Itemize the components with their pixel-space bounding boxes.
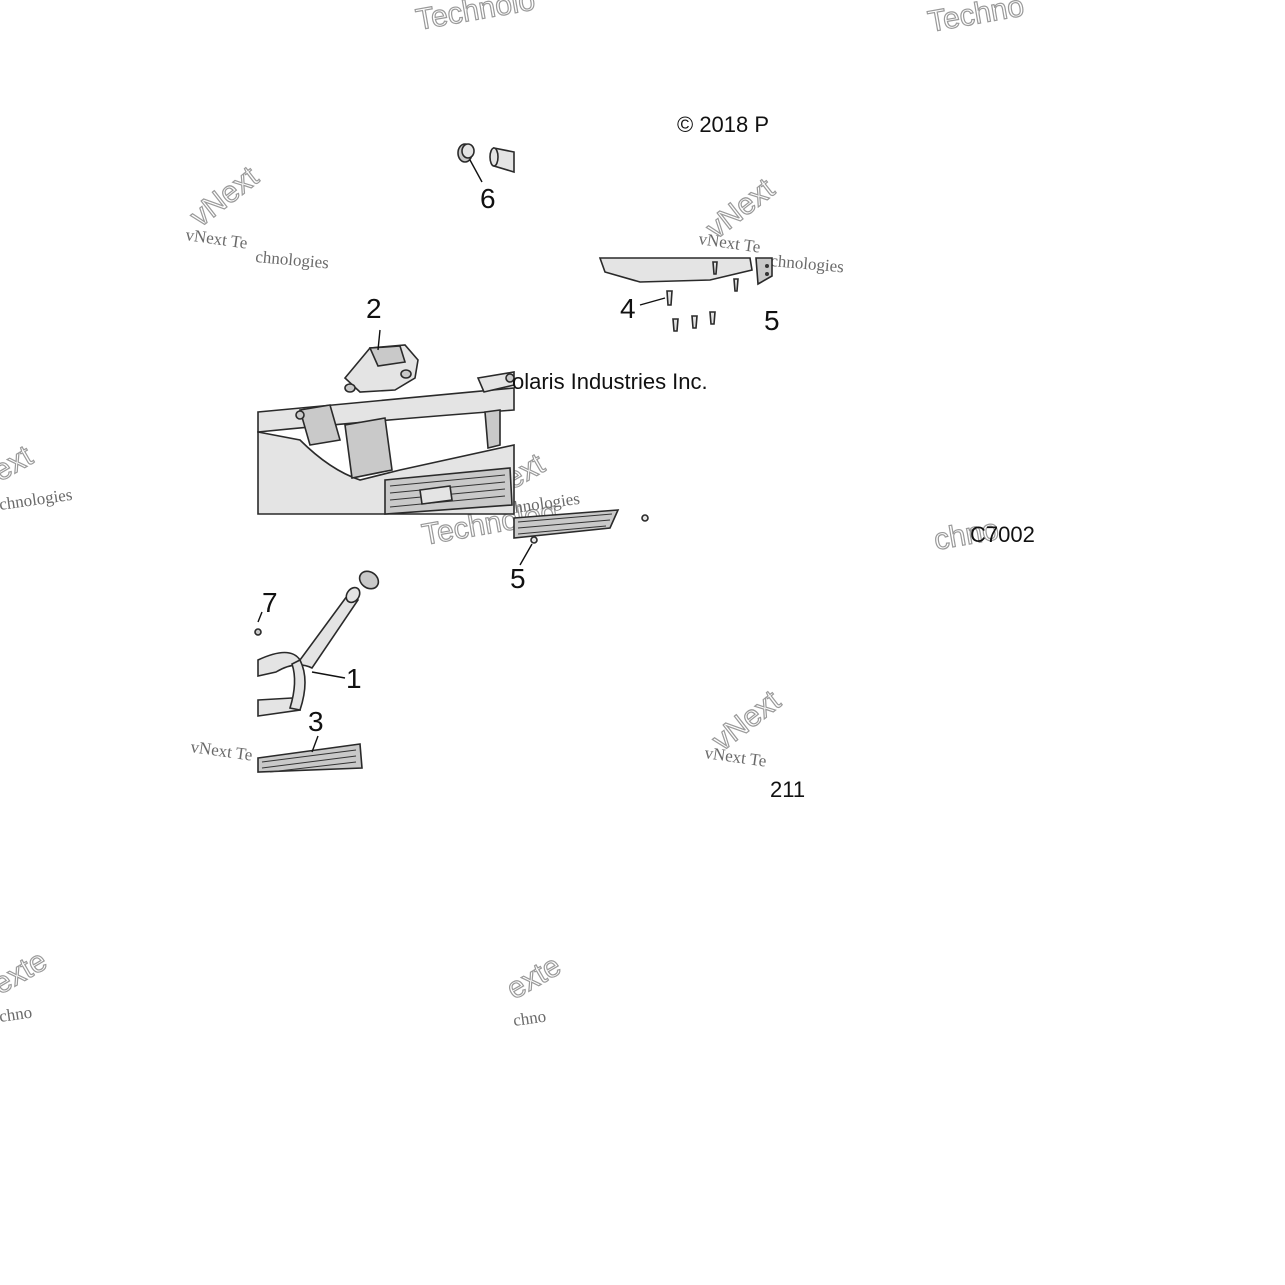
part-bumper-bracket-right [598, 257, 773, 286]
callout-2: 2 [366, 293, 382, 324]
watermark-left-lower: vNext Te [189, 737, 253, 764]
diagram-code: C7002 [970, 522, 1035, 547]
callout-1: 1 [346, 663, 362, 694]
watermark-left-upper-tail: chnologies [255, 247, 330, 272]
watermark-left-mid-big: ext [0, 439, 39, 488]
watermark-top-right: Techno [925, 0, 1026, 39]
copyright-fragment-right: olaris Industries Inc. [512, 369, 708, 394]
watermark-bottom-left: chno [0, 1003, 33, 1026]
watermark-bottom-left-big: exte [0, 944, 53, 1001]
callout-5-upper: 5 [764, 305, 780, 336]
screw-icon [672, 318, 679, 332]
part-2-bracket [343, 329, 419, 393]
leader-4 [639, 297, 666, 306]
bolt-icon [295, 410, 305, 420]
bolt-icon [505, 373, 515, 383]
page-number: 211 [770, 777, 805, 802]
screw-icon [733, 278, 739, 292]
nut-icon [530, 536, 538, 544]
watermark-left-upper: vNext Te [184, 225, 248, 252]
watermark-bottom-center-big: exte [501, 949, 567, 1006]
copyright-fragment-left: © 2018 P [677, 112, 769, 137]
part-front-bumper-assembly [257, 371, 515, 515]
screw-icon [691, 315, 698, 329]
leader-1 [311, 671, 346, 679]
part-6-end-cap [457, 143, 515, 183]
part-grille-right [513, 509, 649, 566]
bolt-icon [254, 628, 262, 636]
leader-7 [257, 611, 263, 623]
part-3-grille-panel [257, 735, 363, 773]
part-4-screws [639, 261, 739, 332]
callout-5-lower: 5 [510, 563, 526, 594]
watermark-right-lower-big: vNext [706, 684, 787, 758]
nut-icon [641, 514, 649, 522]
watermark-bottom-center: chno [512, 1007, 547, 1030]
watermark-left-mid: chnologies [0, 485, 73, 514]
leader-6 [469, 159, 483, 183]
callout-7: 7 [262, 587, 278, 618]
watermark-left-upper-big: vNext [184, 160, 265, 234]
watermark-right-upper-tail: chnologies [770, 251, 845, 276]
part-1-tube-bumper [254, 570, 380, 717]
callout-3: 3 [308, 706, 324, 737]
leader-2 [377, 329, 381, 351]
leader-3 [311, 735, 319, 753]
callout-6: 6 [480, 183, 496, 214]
screw-icon [709, 311, 716, 325]
screw-icon [712, 261, 718, 275]
leader-5-lower [519, 543, 533, 566]
watermark-top-center: Technolo [413, 0, 537, 37]
callout-4: 4 [620, 293, 636, 324]
screw-icon [666, 290, 673, 306]
